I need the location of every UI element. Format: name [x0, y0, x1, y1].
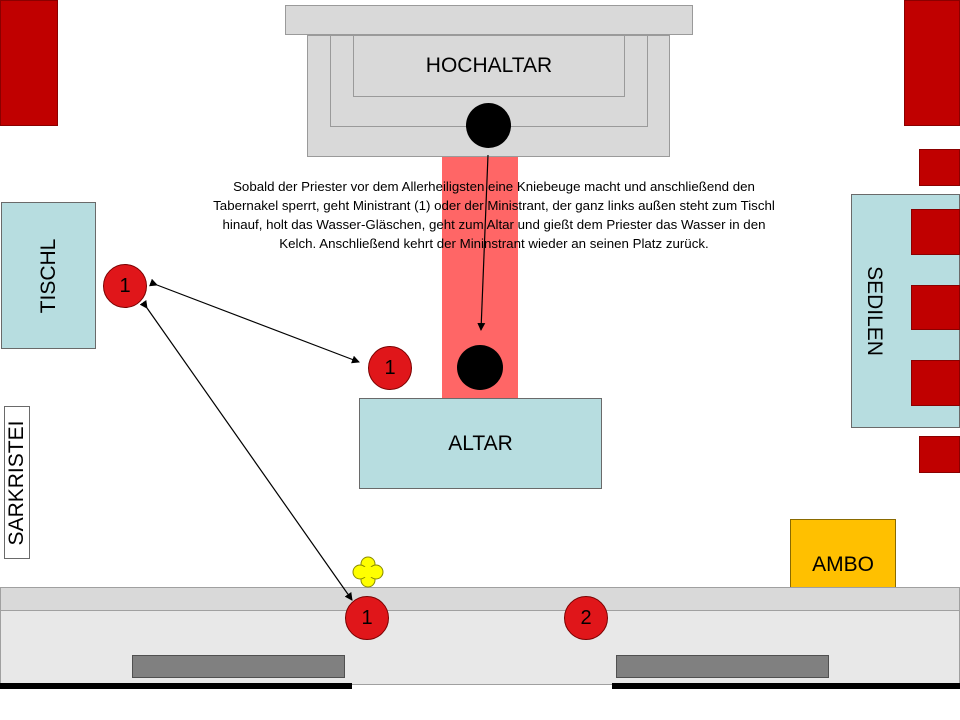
ministrant-1-at-tischl: 1	[103, 264, 147, 308]
priest-at-altar	[457, 345, 503, 390]
ambo-label: AMBO	[812, 552, 874, 576]
seat-3	[911, 285, 960, 330]
hochaltar-top-slab	[285, 5, 693, 35]
ministrant-number: 1	[361, 606, 373, 629]
arrow-bench-tischl	[139, 299, 353, 601]
ministrant-1-at-bench: 1	[345, 596, 389, 640]
ministrant-2-at-bench: 2	[564, 596, 608, 640]
kneeler-right	[616, 655, 829, 678]
priest-at-tabernacle	[466, 103, 511, 148]
instruction-note: Sobald der Priester vor dem Allerheiligs…	[213, 179, 775, 251]
seat-4	[911, 360, 960, 406]
red-block-top-right	[904, 0, 960, 126]
cross-symbol-icon	[352, 556, 384, 588]
arrow-tischl-altar	[149, 278, 360, 364]
bench-edge-left	[0, 683, 352, 689]
altar: ALTAR	[359, 398, 602, 489]
ministrant-number: 1	[384, 356, 396, 379]
ministrant-1-at-altar: 1	[368, 346, 412, 390]
ministrant-number: 2	[580, 606, 592, 629]
arrow-priest	[477, 154, 489, 331]
hochaltar: HOCHALTAR	[353, 35, 625, 97]
red-block-top-left	[0, 0, 58, 126]
seat-1	[919, 149, 960, 186]
kneeler-left	[132, 655, 345, 678]
tischl: TISCHL	[1, 202, 96, 349]
hochaltar-label: HOCHALTAR	[425, 54, 553, 77]
sakristei: SARKRISTEI	[4, 406, 30, 559]
bench-edge-right	[612, 683, 960, 689]
altar-label: ALTAR	[448, 431, 513, 455]
ministrant-number: 1	[119, 274, 131, 297]
